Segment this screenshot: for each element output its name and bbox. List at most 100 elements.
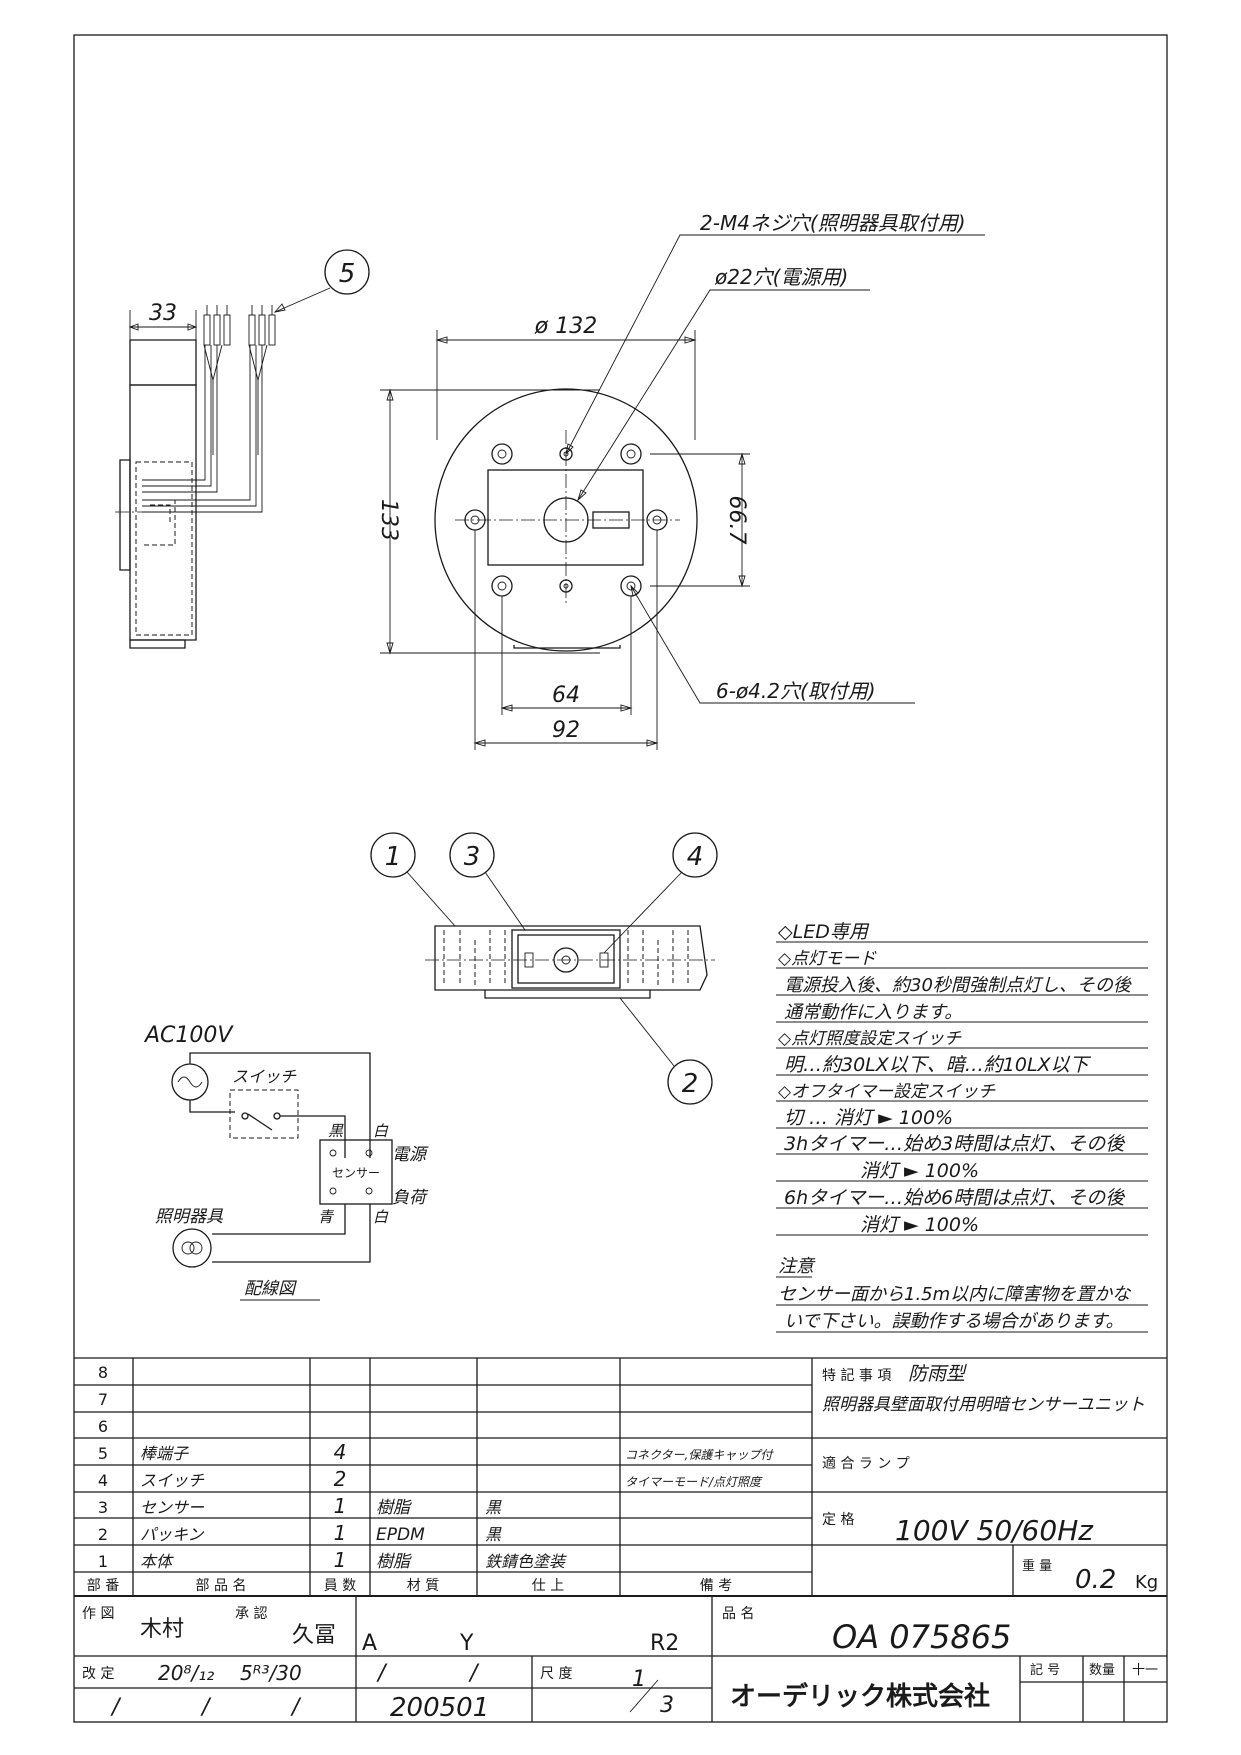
- front-view: ø 132 133 66.7: [376, 211, 985, 750]
- parts-cell-name: 棒端子: [140, 1444, 189, 1463]
- callout-m4: 2-M4ネジ穴(照明器具取付用): [700, 211, 966, 235]
- serial-number: 200501: [390, 1693, 489, 1723]
- parts-cell-qty: 1: [334, 1521, 347, 1545]
- sheet-border: [73, 34, 1168, 1723]
- spec-rating: 100V 50/60Hz: [895, 1514, 1094, 1547]
- code-a: A: [362, 1631, 377, 1656]
- parts-row: 8: [98, 1363, 108, 1382]
- side-view: 33 5: [115, 249, 370, 649]
- rev-date-2: 5ᴿ³/30: [240, 1661, 302, 1685]
- scale-numerator: 1: [632, 1667, 646, 1692]
- parts-cell-rem: タイマーモード/点灯照度: [625, 1475, 763, 1489]
- note-10: 6hタイマー…始め6時間は点灯、その後: [784, 1187, 1125, 1209]
- wiring-sensor: センサー: [332, 1166, 380, 1180]
- wiring-fixture: 照明器具: [155, 1207, 224, 1227]
- parts-cell-no: 8: [98, 1363, 108, 1382]
- label-special: 特 記 事 項: [822, 1367, 891, 1384]
- wiring-switch: スイッチ: [232, 1067, 297, 1086]
- label-draw: 作 図: [82, 1606, 114, 1622]
- parts-cell-mat: EPDM: [376, 1525, 425, 1545]
- slash-a: /: [110, 1695, 122, 1720]
- label-revision: 改 定: [82, 1666, 114, 1682]
- parts-cell-no: 4: [98, 1471, 108, 1490]
- note-6: ◇オフタイマー設定スイッチ: [778, 1082, 996, 1102]
- dim-pitch-v: 66.7: [724, 496, 749, 545]
- dim-diameter: ø 132: [534, 314, 597, 339]
- slash-c: /: [290, 1695, 302, 1720]
- parts-cell-no: 2: [98, 1525, 108, 1544]
- drawer: 木村: [140, 1617, 184, 1642]
- dim-pitch-64: 64: [552, 683, 580, 708]
- label-symbol: 記 号: [1030, 1662, 1060, 1678]
- caution-line-1: センサー面から1.5m以内に障害物を置かな: [778, 1284, 1132, 1305]
- label-name: 品 名: [722, 1606, 754, 1622]
- balloon-2: 2: [682, 1069, 699, 1099]
- label-rating: 定 格: [822, 1512, 854, 1528]
- svg-text:部 番: 部 番: [87, 1578, 119, 1594]
- spec-special-1: 防雨型: [908, 1363, 967, 1385]
- parts-cell-name: スイッチ: [140, 1471, 205, 1490]
- parts-cell-mat: 樹脂: [376, 1498, 412, 1518]
- svg-text:仕 上: 仕 上: [532, 1578, 564, 1594]
- wiring-white-1: 白: [373, 1122, 389, 1140]
- parts-cell-mat: 樹脂: [376, 1552, 412, 1572]
- caution-title: 注意: [778, 1256, 816, 1277]
- parts-cell-no: 3: [98, 1498, 108, 1517]
- label-approve: 承 認: [235, 1606, 267, 1622]
- rev-slash-2: /: [468, 1661, 480, 1686]
- parts-row: 7: [98, 1390, 108, 1409]
- scale-denominator: 3: [660, 1693, 674, 1718]
- title-block: 作 図 木村 承 認 久冨 A Y R2 品 名 OA 075865 改 定 2…: [74, 1596, 1167, 1723]
- dim-pitch-92: 92: [552, 718, 580, 743]
- product-number: OA 075865: [832, 1618, 1011, 1656]
- balloon-1: 1: [385, 842, 402, 872]
- bottom-view: 1 3 4 2: [370, 832, 718, 1105]
- note-0: ◇LED専用: [778, 921, 870, 943]
- svg-text:部 品 名: 部 品 名: [196, 1578, 247, 1594]
- callout-22: ø22穴(電源用): [714, 265, 848, 289]
- parts-cell-qty: 1: [334, 1494, 347, 1518]
- parts-cell-no: 7: [98, 1390, 108, 1409]
- rev-slash-1: /: [376, 1661, 388, 1686]
- parts-header: 部 番 部 品 名 員 数 材 質 仕 上 備 考: [87, 1578, 732, 1594]
- parts-cell-qty: 4: [334, 1440, 347, 1464]
- note-3: 通常動作に入ります。: [784, 1002, 962, 1023]
- note-11: 消灯 ► 100%: [860, 1214, 979, 1236]
- company-name: オーデリック株式会社: [730, 1681, 990, 1712]
- parts-cell-qty: 1: [334, 1548, 347, 1572]
- wiring-black: 黒: [328, 1122, 344, 1140]
- wiring-blue: 青: [318, 1208, 335, 1226]
- parts-table: 部 番 部 品 名 員 数 材 質 仕 上 備 考 8 7 6 5 棒端子 4 コネクター,…: [74, 1357, 1167, 1597]
- spec-weight: 0.2: [1075, 1565, 1116, 1595]
- svg-text:備 考: 備 考: [700, 1578, 732, 1594]
- spec-block: 特 記 事 項 防雨型 照明器具壁面取付用明暗センサーユニット 適 合 ラ ン …: [822, 1363, 1158, 1595]
- callout-42: 6-ø4.2穴(取付用): [716, 679, 876, 703]
- dim-depth: 33: [149, 301, 177, 326]
- parts-cell-no: 5: [98, 1444, 108, 1463]
- note-4: ◇点灯照度設定スイッチ: [778, 1029, 962, 1049]
- wiring-diagram: AC100V スイッチ 黒 白 電源 センサー 負荷 青 白 照明器具 配線図: [143, 1023, 429, 1301]
- note-1: ◇点灯モード: [778, 949, 877, 969]
- parts-cell-rem: コネクター,保護キャップ付: [625, 1448, 774, 1462]
- wiring-load: 負荷: [392, 1188, 429, 1208]
- note-8: 3hタイマー…始め3時間は点灯、その後: [784, 1133, 1125, 1155]
- code-y: Y: [459, 1631, 474, 1656]
- parts-row: 5 棒端子 4 コネクター,保護キャップ付: [98, 1440, 774, 1464]
- notes: ◇LED専用 ◇点灯モード 電源投入後、約30秒間強制点灯し、その後 通常動作に…: [776, 921, 1148, 1333]
- parts-cell-no: 6: [98, 1417, 108, 1436]
- note-7: 切 … 消灯 ► 100%: [784, 1107, 953, 1129]
- balloon-3: 3: [464, 842, 481, 872]
- caution-line-2: いで下さい。誤動作する場合があります。: [784, 1311, 1124, 1332]
- parts-cell-no: 1: [98, 1552, 108, 1571]
- revision: R2: [650, 1631, 679, 1656]
- parts-cell-fin: 黒: [485, 1525, 502, 1544]
- spec-weight-unit: Kg: [1135, 1572, 1158, 1593]
- label-misc: 十一: [1132, 1663, 1158, 1678]
- svg-text:材 質: 材 質: [407, 1578, 439, 1594]
- spec-special-2: 照明器具壁面取付用明暗センサーユニット: [822, 1395, 1145, 1415]
- rev-date-1: 20⁸/₁₂: [158, 1661, 214, 1685]
